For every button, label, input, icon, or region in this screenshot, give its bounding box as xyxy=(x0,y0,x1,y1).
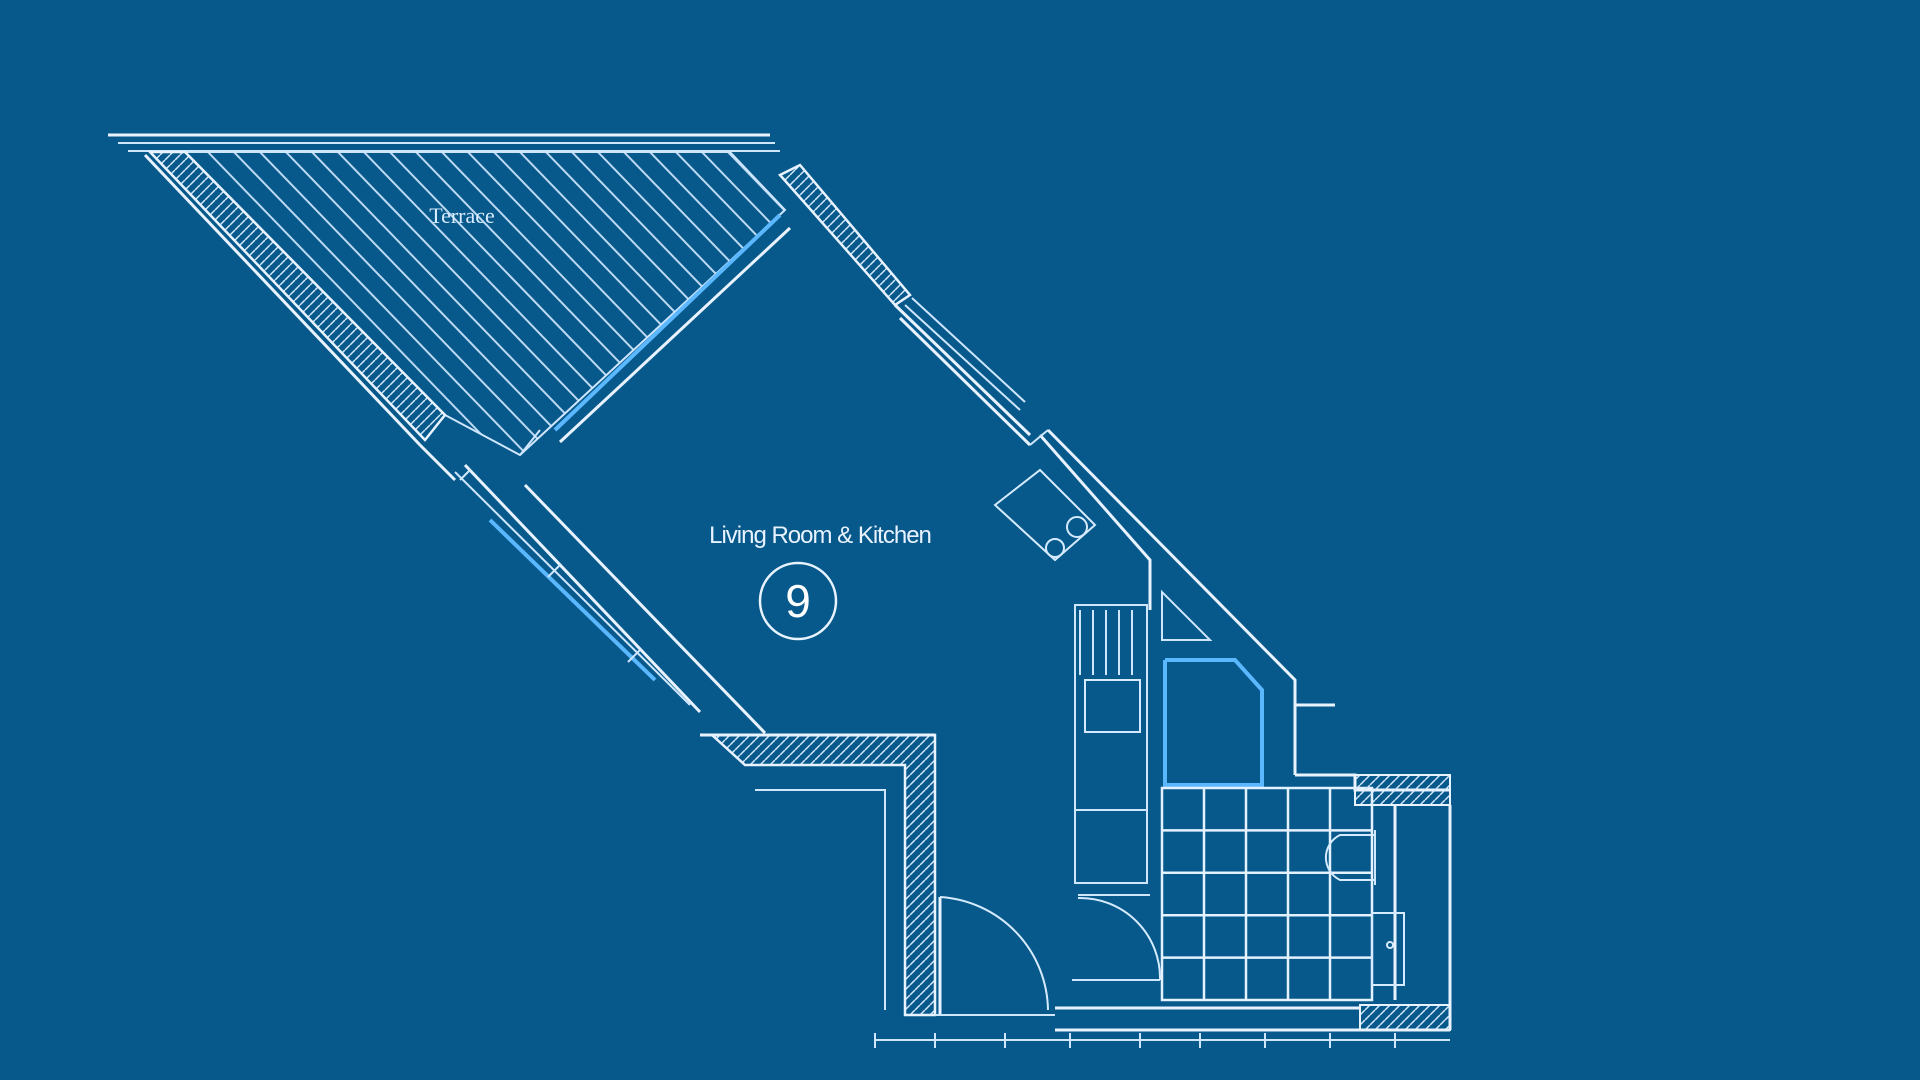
room-number-circle xyxy=(758,561,838,641)
left-window-wall xyxy=(454,469,691,706)
terrace-hatch-line xyxy=(185,152,195,455)
terrace-hatch-line xyxy=(1064,150,1364,460)
dimension-ticks xyxy=(874,1033,1396,1048)
toilet xyxy=(1324,830,1376,885)
bathroom-walls xyxy=(875,773,1452,1041)
terrace-hatch-line xyxy=(960,150,1260,460)
kitchen-cabinets xyxy=(1074,604,1148,884)
terrace-hatch-line xyxy=(0,150,142,460)
terrace-hatch-line xyxy=(0,150,90,460)
appliance-niche xyxy=(1161,589,1264,787)
terrace-hatch-line xyxy=(205,152,507,455)
terrace-hatch-line xyxy=(882,150,1182,460)
bathroom-tiles xyxy=(1160,786,1374,1002)
wash-basin xyxy=(1371,912,1405,986)
living-room-walls xyxy=(418,303,1335,775)
corridor-wall xyxy=(700,733,937,1017)
terrace-hatch-line xyxy=(309,152,611,455)
entrance-door xyxy=(935,896,1055,1016)
terrace-hatch-line xyxy=(908,150,1208,460)
terrace-hatch-line xyxy=(0,150,38,460)
terrace-hatch-line xyxy=(0,150,12,460)
terrace-hatch-line xyxy=(1142,150,1442,460)
terrace-hatch-line xyxy=(185,152,221,455)
right-masonry-wall xyxy=(777,163,912,307)
terrace-hatch-line xyxy=(0,150,168,460)
terrace-hatch-line xyxy=(1012,150,1312,460)
terrace-hatch-line xyxy=(0,150,64,460)
terrace-hatch-line xyxy=(0,150,116,460)
terrace-hatch-line xyxy=(1116,150,1416,460)
living-room-label: Living Room & Kitchen xyxy=(709,522,931,549)
room-number: 9 xyxy=(785,575,811,627)
terrace-hatch-line xyxy=(1090,150,1390,460)
left-masonry-wall xyxy=(143,150,447,447)
terrace-hatch-line xyxy=(231,152,533,455)
terrace-hatch-line xyxy=(830,150,1130,460)
terrace-hatch-line xyxy=(934,150,1234,460)
terrace-hatch-line xyxy=(1038,150,1338,460)
terrace-hatch-line xyxy=(986,150,1286,460)
kitchen-hob xyxy=(993,468,1097,562)
terrace-hatch-line xyxy=(257,152,559,455)
terrace-hatch-line xyxy=(647,152,785,455)
terrace-hatch-line xyxy=(699,152,785,455)
terrace-hatch-line xyxy=(185,152,299,455)
terrace-hatch-line xyxy=(1168,150,1468,460)
terrace-hatch-line xyxy=(283,152,585,455)
terrace-hatch-line xyxy=(673,152,785,455)
bathroom-door xyxy=(1072,894,1162,981)
terrace-divider-wall xyxy=(519,213,792,456)
terrace-hatch-line xyxy=(185,152,325,455)
terrace-hatch-line xyxy=(804,150,1104,460)
terrace-hatch-line xyxy=(1194,150,1494,460)
terrace-label: Terrace xyxy=(429,203,495,228)
top-edge-lines xyxy=(108,133,780,152)
terrace-hatch-line xyxy=(185,152,273,455)
right-window-wall xyxy=(904,297,1026,411)
